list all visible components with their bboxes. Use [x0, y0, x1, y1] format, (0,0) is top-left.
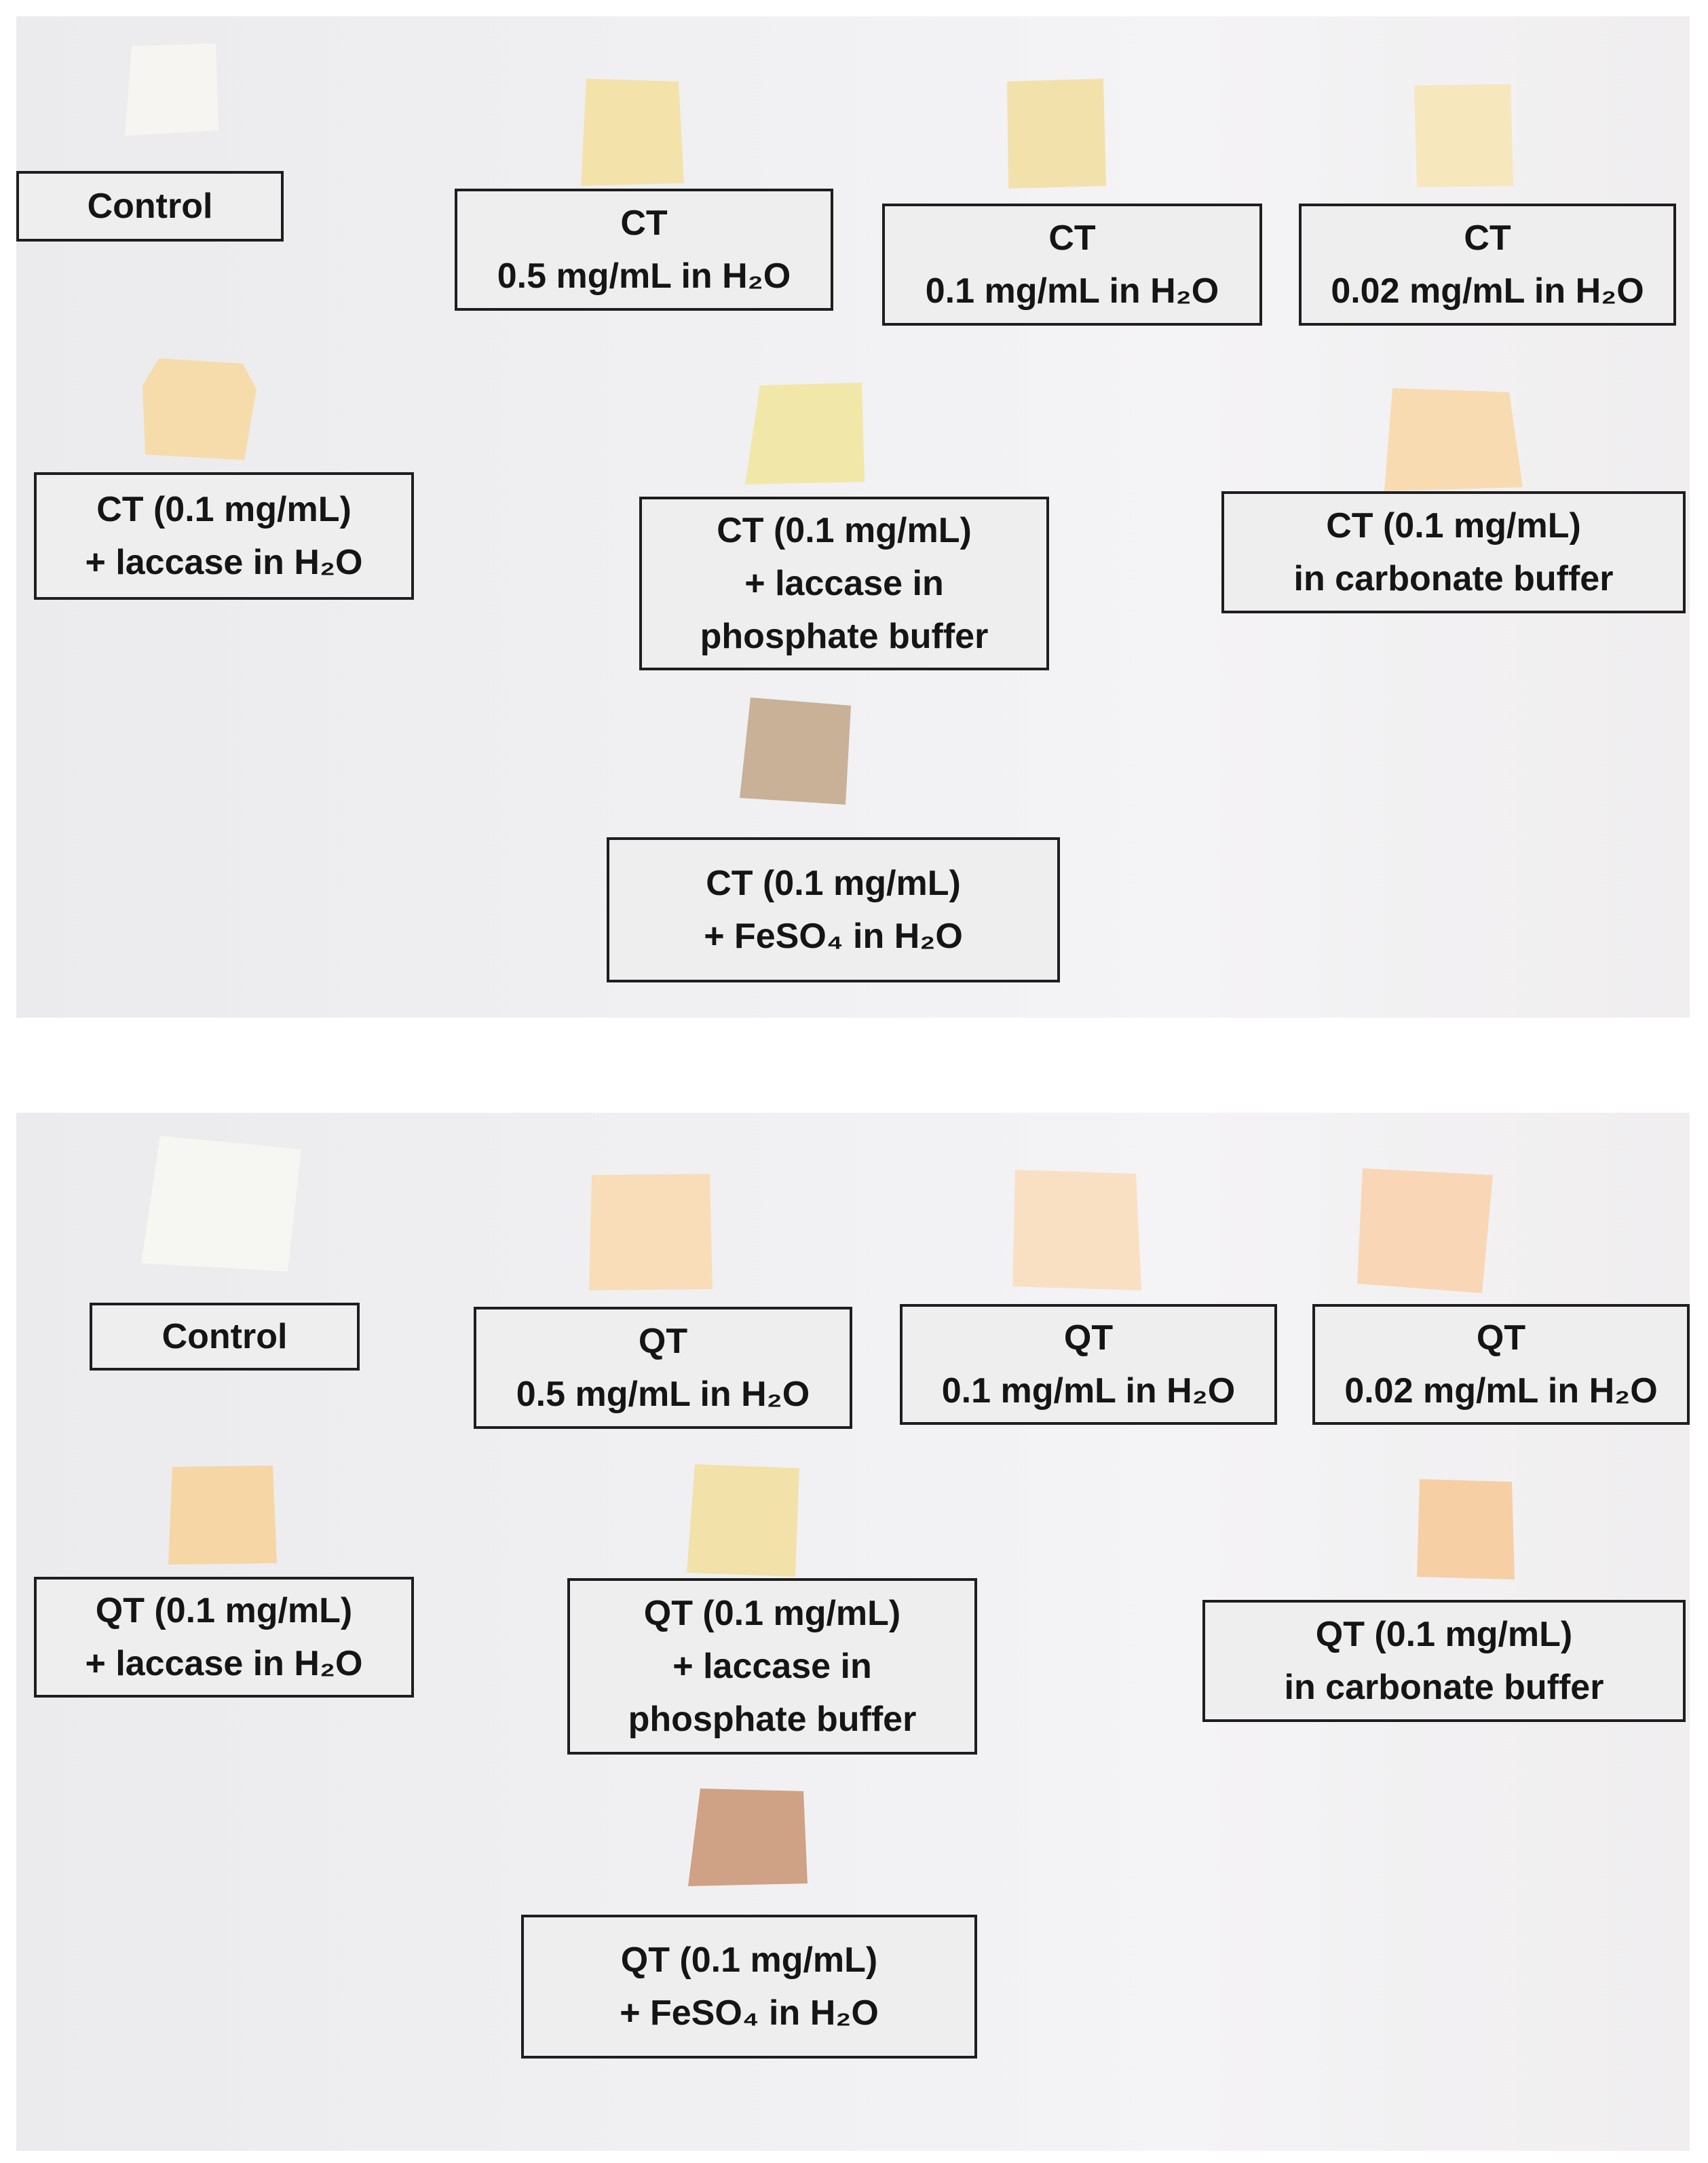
label-line: + laccase in H₂O [85, 1644, 363, 1683]
swatch-control-shape [125, 43, 219, 136]
label-line: CT (0.1 mg/mL) [706, 864, 961, 903]
label-control-text: Control [162, 1317, 288, 1356]
label-ct-01: CT 0.1 mg/mL in H₂O [882, 204, 1262, 326]
swatch-qt-laccase-phosphate-shape [687, 1464, 799, 1577]
label-line: 0.5 mg/mL in H₂O [497, 256, 791, 296]
label-ct-002: CT 0.02 mg/mL in H₂O [1299, 204, 1676, 326]
swatch-control-shape [141, 1136, 301, 1271]
swatch-ct-feso4-shape [740, 697, 851, 805]
swatch-qt-laccase-h2o-shape [168, 1466, 277, 1565]
swatch-ct-05 [581, 79, 684, 186]
swatch-ct-feso4 [740, 697, 851, 805]
label-line: phosphate buffer [700, 617, 989, 656]
swatch-ct-laccase-h2o [143, 358, 257, 460]
label-line: CT (0.1 mg/mL) [96, 490, 352, 529]
swatch-qt-05-shape [589, 1174, 713, 1290]
swatch-ct-002 [1411, 84, 1513, 187]
swatch-qt-002 [1357, 1168, 1493, 1293]
ct-sample-photo: Control CT 0.5 mg/mL in H₂O CT 0.1 mg/mL i… [16, 16, 1690, 1018]
swatch-ct-01-shape [1007, 79, 1106, 189]
label-line: + FeSO₄ in H₂O [620, 1993, 879, 2033]
label-qt-feso4: QT (0.1 mg/mL) + FeSO₄ in H₂O [521, 1915, 977, 2059]
label-line: CT (0.1 mg/mL) [1326, 506, 1581, 545]
label-line: CT (0.1 mg/mL) [717, 511, 972, 550]
label-line: QT (0.1 mg/mL) [1315, 1615, 1573, 1654]
swatch-ct-carbonate [1384, 388, 1523, 491]
label-line: QT [1063, 1318, 1114, 1358]
label-line: 0.02 mg/mL in H₂O [1331, 271, 1644, 311]
label-line: 0.1 mg/mL in H₂O [925, 271, 1219, 311]
swatch-ct-05-shape [581, 79, 684, 186]
swatch-qt-feso4-shape [688, 1788, 808, 1886]
label-qt-05: QT 0.5 mg/mL in H₂O [474, 1307, 852, 1429]
label-control: Control [90, 1303, 360, 1371]
swatch-ct-laccase-phosphate [745, 383, 865, 484]
label-qt-laccase-h2o: QT (0.1 mg/mL) + laccase in H₂O [34, 1577, 414, 1698]
label-line: CT [1464, 218, 1511, 258]
swatch-ct-laccase-phosphate-shape [745, 383, 865, 484]
swatch-qt-01 [1012, 1170, 1141, 1290]
swatch-qt-carbonate [1417, 1479, 1515, 1580]
swatch-ct-carbonate-shape [1384, 388, 1523, 491]
label-line: CT [1048, 218, 1096, 258]
swatch-qt-05 [589, 1174, 713, 1290]
label-line: + laccase in [744, 564, 944, 603]
label-line: QT (0.1 mg/mL) [95, 1591, 353, 1630]
label-qt-01: QT 0.1 mg/mL in H₂O [900, 1304, 1277, 1425]
label-line: QT (0.1 mg/mL) [620, 1940, 878, 1980]
label-line: + FeSO₄ in H₂O [704, 917, 963, 956]
swatch-ct-002-shape [1414, 84, 1513, 187]
label-control-text: Control [87, 187, 213, 226]
swatch-qt-carbonate-shape [1417, 1479, 1515, 1580]
label-line: CT [620, 204, 668, 243]
label-line: QT [1476, 1318, 1526, 1358]
label-line: + laccase in H₂O [85, 543, 363, 582]
label-qt-laccase-phosphate: QT (0.1 mg/mL) + laccase in phosphate buff… [567, 1578, 977, 1755]
label-qt-002: QT 0.02 mg/mL in H₂O [1312, 1304, 1690, 1425]
label-line: QT (0.1 mg/mL) [643, 1594, 901, 1633]
label-line: in carbonate buffer [1284, 1668, 1604, 1707]
qt-sample-photo: Control QT 0.5 mg/mL in H₂O QT 0.1 mg/mL i… [16, 1113, 1690, 2151]
swatch-control [141, 1136, 301, 1271]
label-ct-laccase-h2o: CT (0.1 mg/mL) + laccase in H₂O [34, 472, 414, 600]
label-ct-carbonate: CT (0.1 mg/mL) in carbonate buffer [1221, 491, 1686, 613]
label-line: phosphate buffer [628, 1700, 917, 1739]
label-line: in carbonate buffer [1293, 559, 1614, 598]
label-line: 0.5 mg/mL in H₂O [516, 1375, 810, 1414]
swatch-ct-01 [1004, 79, 1106, 189]
swatch-qt-laccase-phosphate [687, 1464, 799, 1577]
label-ct-laccase-phosphate: CT (0.1 mg/mL) + laccase in phosphate buff… [639, 497, 1049, 670]
label-ct-05: CT 0.5 mg/mL in H₂O [455, 189, 833, 311]
swatch-qt-laccase-h2o [168, 1466, 277, 1565]
label-ct-feso4: CT (0.1 mg/mL) + FeSO₄ in H₂O [607, 837, 1060, 982]
swatch-qt-feso4 [688, 1788, 808, 1886]
swatch-qt-01-shape [1012, 1170, 1141, 1290]
label-line: + laccase in [672, 1647, 872, 1686]
label-line: QT [638, 1322, 688, 1361]
label-line: 0.02 mg/mL in H₂O [1344, 1371, 1658, 1411]
label-line: 0.1 mg/mL in H₂O [941, 1371, 1236, 1411]
swatch-ct-laccase-h2o-shape [143, 358, 257, 460]
label-control: Control [16, 171, 284, 242]
swatch-control [125, 43, 219, 136]
label-qt-carbonate: QT (0.1 mg/mL) in carbonate buffer [1202, 1600, 1686, 1722]
swatch-qt-002-shape [1357, 1168, 1493, 1293]
